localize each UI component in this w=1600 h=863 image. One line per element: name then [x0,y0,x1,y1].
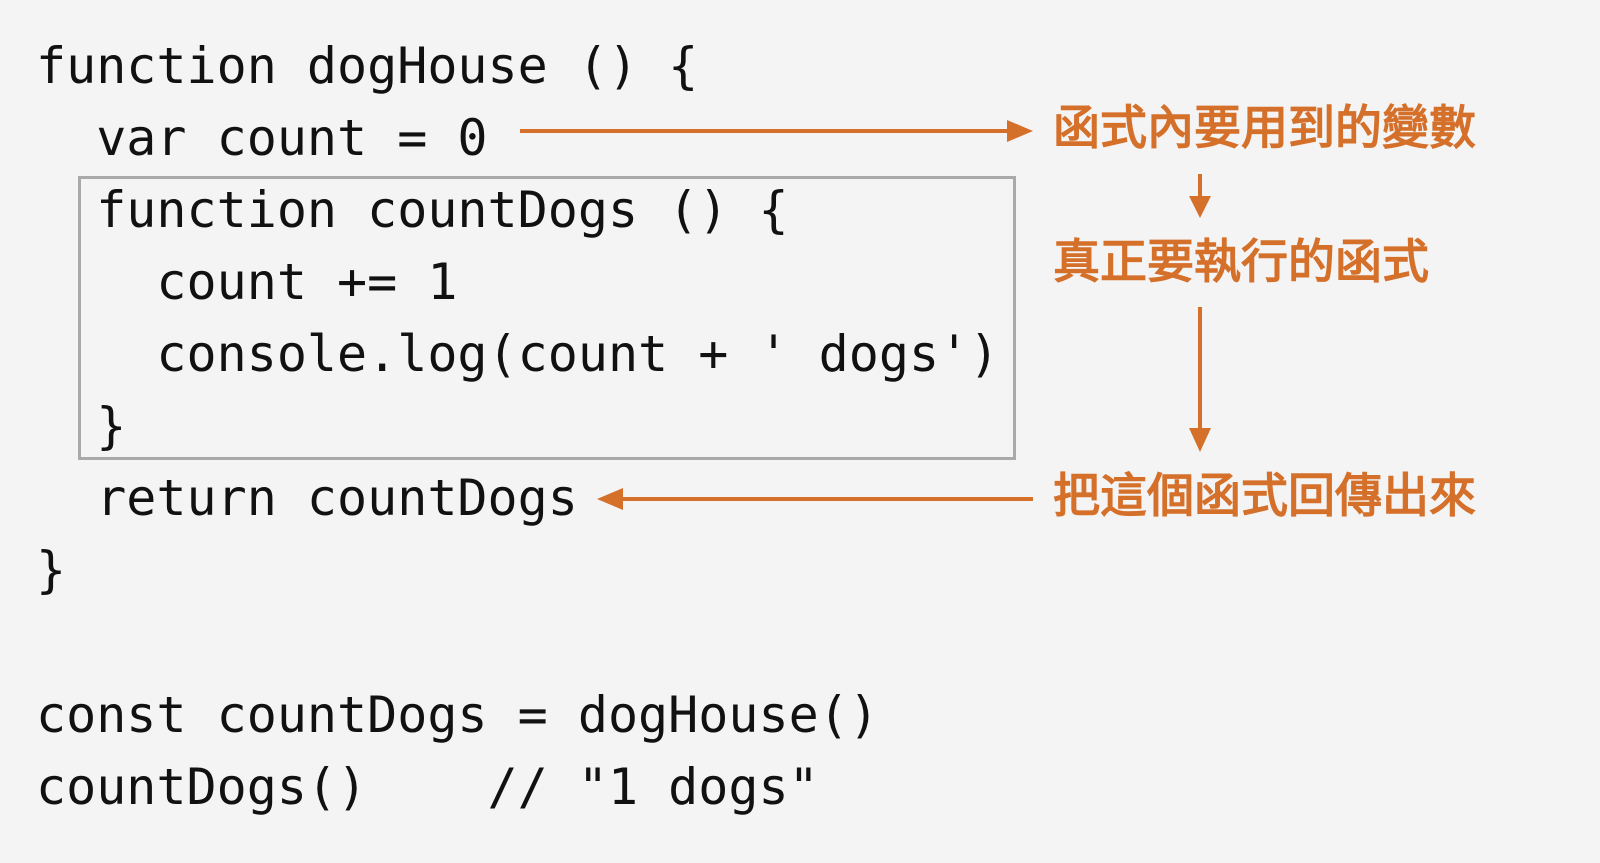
code-line-const-countdogs: const countDogs = dogHouse() [36,686,879,744]
arrow-variable-to-function-head [1189,196,1211,218]
arrow-to-variable-note-head [1007,120,1033,142]
code-line-function-countdogs: function countDogs () { [36,181,789,239]
note-variable: 函式內要用到的變數 [1053,101,1476,156]
code-line-outer-close-brace: } [36,541,67,599]
code-line-console-log: console.log(count + ' dogs') [36,325,1000,383]
code-line-return-countdogs: return countDogs [36,469,578,527]
code-line-inner-close-brace: } [36,397,127,455]
arrow-function-to-return-head [1189,428,1211,452]
code-line-var-count: var count = 0 [36,109,488,167]
inner-function-box [78,176,1016,460]
code-line-count-increment: count += 1 [36,253,458,311]
code-line-call-countdogs: countDogs() // "1 dogs" [36,758,819,816]
code-line-function-doghouse: function dogHouse () { [36,37,699,95]
arrow-to-return-line-head [597,488,623,510]
note-return: 把這個函式回傳出來 [1053,469,1476,524]
note-function: 真正要執行的函式 [1053,235,1429,290]
